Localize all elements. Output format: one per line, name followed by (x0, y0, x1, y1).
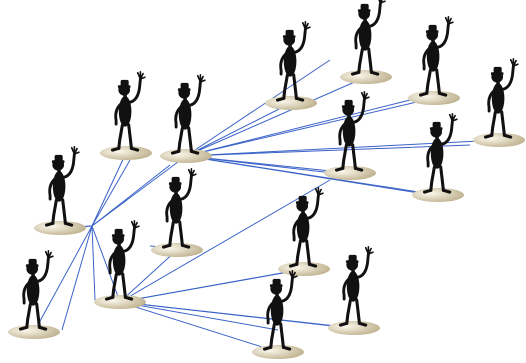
person-node (278, 186, 330, 276)
waving-stick-figure-icon (110, 70, 147, 152)
pedestal-disc (324, 166, 376, 180)
network-link (119, 179, 331, 303)
nodes-layer (8, 0, 525, 359)
links-layer (33, 59, 500, 353)
network-link (185, 99, 411, 157)
pedestal-disc (328, 321, 380, 335)
pedestal-disc (151, 243, 203, 257)
waving-stick-figure-icon (44, 145, 81, 227)
person-node (473, 57, 525, 147)
waving-stick-figure-icon (334, 90, 371, 172)
waving-stick-figure-icon (483, 57, 520, 139)
person-node (340, 0, 392, 84)
network-link (119, 301, 279, 353)
pedestal-disc (340, 70, 392, 84)
network-link (33, 225, 93, 333)
waving-stick-figure-icon (338, 245, 375, 327)
pedestal-disc (278, 262, 330, 276)
network-link (119, 269, 301, 303)
waving-stick-figure-icon (18, 249, 55, 331)
network-link (185, 155, 439, 197)
pedestal-disc (252, 345, 304, 359)
pedestal-disc (94, 295, 146, 309)
network-link (61, 225, 93, 331)
waving-stick-figure-icon (161, 167, 198, 249)
waving-stick-figure-icon (422, 112, 459, 194)
pedestal-disc (8, 325, 60, 339)
waving-stick-figure-icon (418, 15, 455, 97)
network-link (119, 249, 178, 303)
network-link (119, 301, 279, 331)
person-node (408, 15, 460, 105)
network-link (185, 97, 435, 157)
pedestal-disc (265, 96, 317, 110)
person-node (94, 219, 146, 309)
waving-stick-figure-icon (288, 186, 325, 268)
network-link (91, 225, 96, 301)
waving-stick-figure-icon (104, 219, 141, 301)
person-node (151, 167, 203, 257)
network-link (185, 76, 367, 157)
pedestal-disc (34, 221, 86, 235)
pedestal-disc (412, 188, 464, 202)
person-node (100, 70, 152, 160)
pedestal-disc (473, 133, 525, 147)
network-link (185, 139, 500, 157)
person-node (160, 73, 212, 163)
pedestal-disc (100, 146, 152, 160)
waving-stick-figure-icon (350, 0, 387, 76)
person-node (8, 249, 60, 339)
pedestal-disc (408, 91, 460, 105)
person-node (265, 20, 317, 110)
network-link (91, 159, 131, 227)
person-node (324, 90, 376, 180)
waving-stick-figure-icon (262, 269, 299, 351)
person-node (252, 269, 304, 359)
person-node (328, 245, 380, 335)
network-link (91, 152, 127, 227)
pedestal-disc (160, 149, 212, 163)
network-link (185, 144, 471, 157)
waving-stick-figure-icon (275, 20, 312, 102)
network-link (91, 225, 121, 303)
waving-stick-figure-icon (170, 73, 207, 155)
network-link (185, 59, 331, 157)
network-link (185, 155, 351, 176)
person-node (412, 112, 464, 202)
network-link (119, 301, 351, 329)
person-node (34, 145, 86, 235)
network-link (185, 102, 292, 157)
network-link (91, 164, 171, 227)
